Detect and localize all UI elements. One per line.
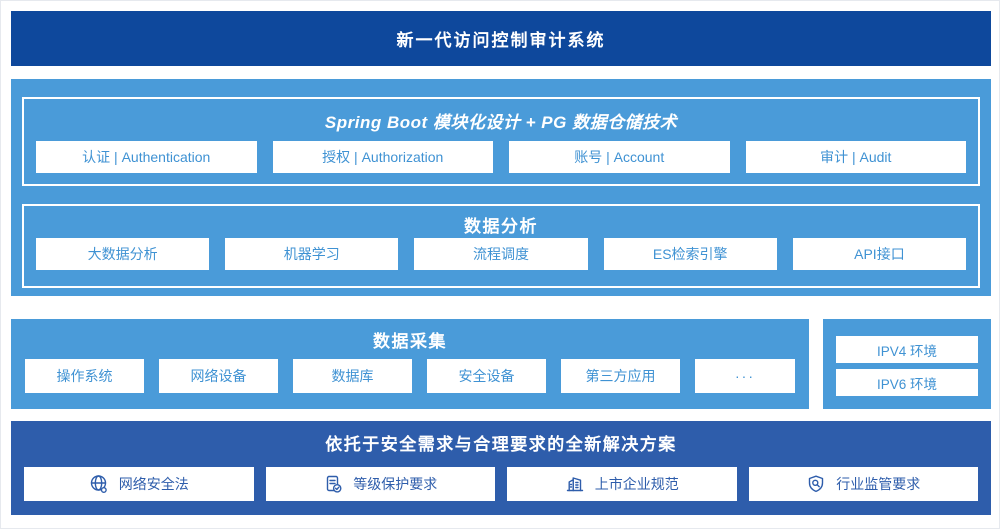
- page-title: 新一代访问控制审计系统: [396, 31, 606, 50]
- source-box-thirdparty: 第三方应用: [561, 359, 680, 393]
- module-box-account: 账号 | Account: [509, 141, 730, 173]
- solution-section: 依托于安全需求与合理要求的全新解决方案 网络安全法: [11, 421, 991, 515]
- document-check-icon: [323, 474, 343, 494]
- main-title-banner: 新一代访问控制审计系统: [11, 11, 991, 66]
- module-box-bigdata: 大数据分析: [36, 238, 210, 270]
- analysis-title: 数据分析: [464, 217, 538, 236]
- platform-modules-row: 认证 | Authentication 授权 | Authorization 账…: [36, 141, 966, 173]
- source-box-os: 操作系统: [25, 359, 144, 393]
- platform-subsection: Spring Boot 模块化设计 + PG 数据仓储技术 认证 | Authe…: [22, 97, 980, 186]
- solution-box-classified-protection: 等级保护要求: [265, 467, 495, 501]
- module-box-authentication: 认证 | Authentication: [36, 141, 257, 173]
- module-box-audit: 审计 | Audit: [745, 141, 966, 173]
- platform-title: Spring Boot 模块化设计 + PG 数据仓储技术: [324, 113, 678, 132]
- solution-box-cybersecurity-law: 网络安全法: [24, 467, 254, 501]
- source-box-more: ···: [695, 359, 795, 393]
- solution-items-row: 网络安全法 等级保护要求: [24, 467, 978, 501]
- analysis-subsection: 数据分析 大数据分析 机器学习 流程调度 ES检索引擎 API接口: [22, 204, 980, 288]
- module-box-es: ES检索引擎: [603, 238, 777, 270]
- module-box-ml: 机器学习: [225, 238, 399, 270]
- analysis-modules-row: 大数据分析 机器学习 流程调度 ES检索引擎 API接口: [36, 238, 967, 270]
- collection-section: 数据采集 操作系统 网络设备 数据库 安全设备 第三方应用 ···: [11, 319, 809, 409]
- collection-sources-row: 操作系统 网络设备 数据库 安全设备 第三方应用 ···: [25, 359, 795, 393]
- module-box-api: API接口: [792, 238, 967, 270]
- building-icon: [565, 474, 585, 494]
- shield-search-icon: [806, 474, 826, 494]
- source-box-network: 网络设备: [159, 359, 278, 393]
- source-box-security: 安全设备: [427, 359, 546, 393]
- solution-title: 依托于安全需求与合理要求的全新解决方案: [325, 435, 677, 454]
- solution-box-industry-regulation: 行业监管要求: [748, 467, 978, 501]
- collection-title: 数据采集: [373, 332, 447, 351]
- solution-box-listed-company: 上市企业规范: [507, 467, 737, 501]
- solution-label: 网络安全法: [118, 476, 189, 492]
- solution-label: 等级保护要求: [353, 476, 438, 492]
- solution-label: 上市企业规范: [594, 476, 679, 492]
- module-box-authorization: 授权 | Authorization: [272, 141, 493, 173]
- env-box-ipv4: IPV4 环境: [836, 336, 978, 363]
- solution-label: 行业监管要求: [836, 476, 921, 492]
- env-box-ipv6: IPV6 环境: [836, 369, 978, 396]
- architecture-section: Spring Boot 模块化设计 + PG 数据仓储技术 认证 | Authe…: [11, 79, 991, 296]
- source-box-database: 数据库: [293, 359, 412, 393]
- module-box-workflow: 流程调度: [414, 238, 588, 270]
- globe-icon: [89, 474, 109, 494]
- environment-panel: IPV4 环境 IPV6 环境: [823, 319, 991, 409]
